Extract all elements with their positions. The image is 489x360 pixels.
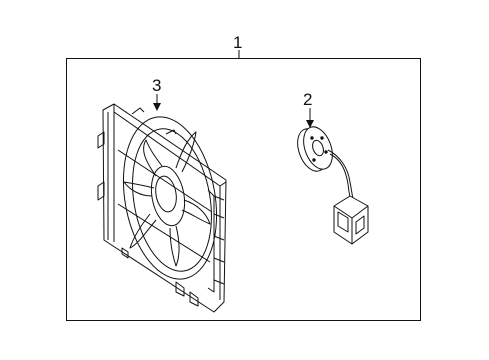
callout-shroud: 3: [152, 76, 162, 95]
fan-motor: [297, 126, 369, 245]
fan-shroud: [97, 103, 227, 313]
assembly-frame: [66, 58, 421, 321]
leader-arrow-3: [153, 103, 161, 111]
callout-assembly: 1: [233, 33, 243, 52]
callout-motor: 2: [303, 90, 313, 109]
leader-arrow-2: [306, 120, 314, 128]
